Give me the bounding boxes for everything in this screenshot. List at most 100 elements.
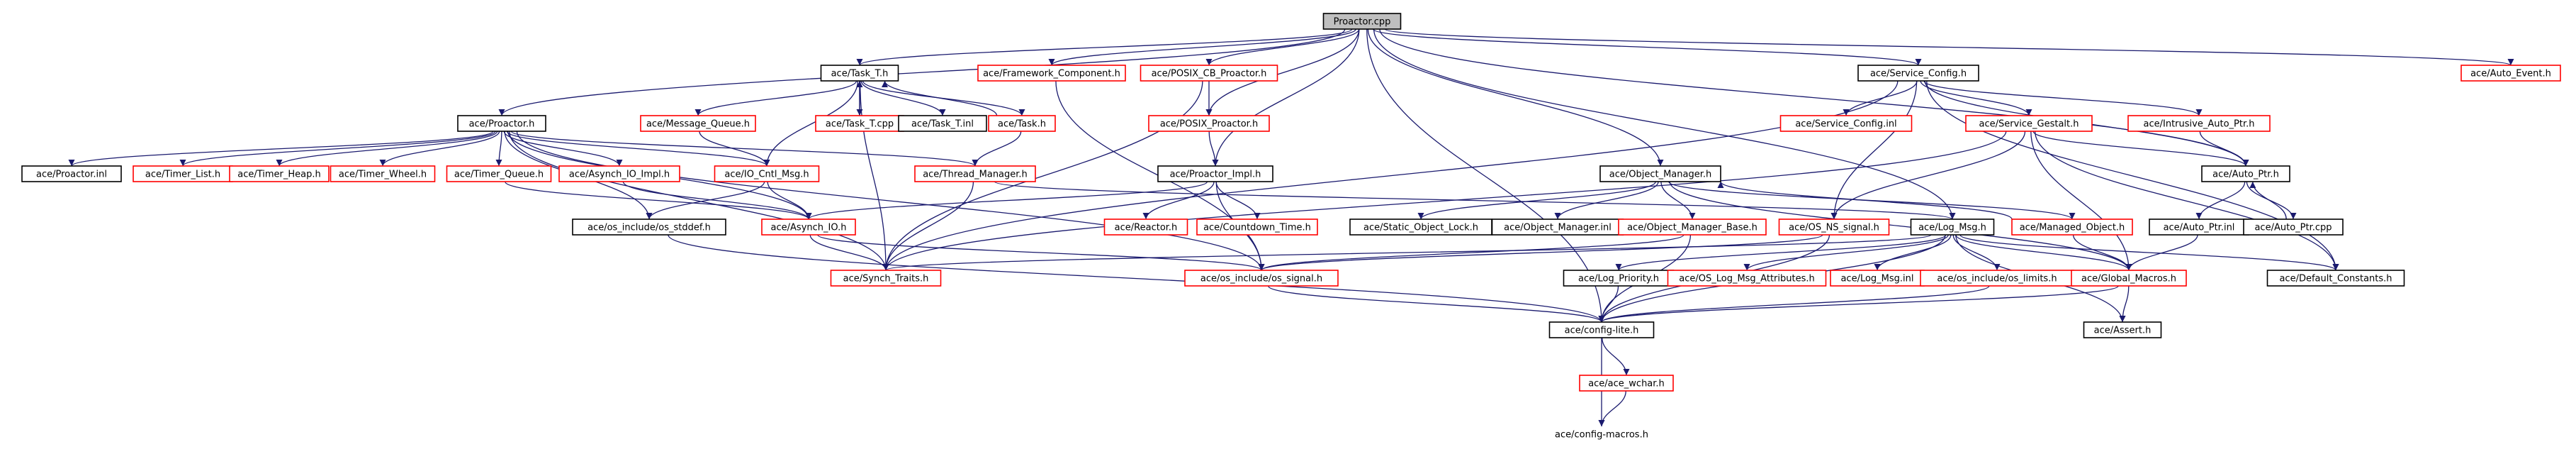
node-service-config-h[interactable]: ace/Service_Config.h (1857, 65, 1979, 82)
node-label: ace/POSIX_CB_Proactor.h (1152, 69, 1267, 79)
node-service-config-inl[interactable]: ace/Service_Config.inl (1779, 115, 1913, 132)
node-label: ace/Reactor.h (1115, 223, 1178, 233)
node-task-t-cpp[interactable]: ace/Task_T.cpp (815, 115, 904, 132)
node-proactor-inl[interactable]: ace/Proactor.inl (21, 165, 122, 182)
node-label: ace/Task_T.h (831, 69, 889, 79)
edge-asynch-io-h-to-os-signal-h (817, 234, 1265, 271)
node-box (1779, 115, 1913, 132)
node-label: ace/Auto_Ptr.inl (2164, 223, 2235, 233)
node-task-t-h[interactable]: ace/Task_T.h (820, 65, 899, 82)
node-posix-proactor-h[interactable]: ace/POSIX_Proactor.h (1148, 115, 1270, 132)
node-global-macros-h[interactable]: ace/Global_Macros.h (2071, 270, 2187, 287)
edge-service-config-h-to-os-ns-signal-h (1830, 80, 1918, 220)
edge-proactor-h-to-synch-traits-h (509, 131, 889, 271)
node-message-queue-h[interactable]: ace/Message_Queue.h (640, 115, 756, 132)
node-label: ace/Log_Msg.inl (1840, 274, 1913, 284)
node-label: ace/OS_NS_signal.h (1789, 223, 1879, 233)
node-config-lite-h[interactable]: ace/config-lite.h (1548, 321, 1655, 338)
edge-service-config-h-to-service-config-inl (1843, 80, 1918, 116)
node-box (1157, 165, 1273, 182)
edge-message-queue-h-to-io-cntl-msg-h (699, 131, 770, 167)
edge-global-macros-h-to-assert-h (2119, 285, 2130, 323)
node-asynch-io-impl-h[interactable]: ace/Asynch_IO_Impl.h (558, 165, 680, 182)
node-box (330, 165, 436, 182)
node-proactor-cpp[interactable]: Proactor.cpp (1322, 13, 1402, 30)
node-os-ns-signal-h[interactable]: ace/OS_NS_signal.h (1778, 219, 1890, 236)
node-label: ace/Proactor_Impl.h (1170, 170, 1261, 180)
node-managed-object-h[interactable]: ace/Managed_Object.h (2011, 219, 2133, 236)
node-label: ace/os_include/os_limits.h (1937, 274, 2057, 284)
node-auto-event-h[interactable]: ace/Auto_Event.h (2460, 65, 2561, 82)
node-synch-traits-h[interactable]: ace/Synch_Traits.h (830, 270, 942, 287)
node-object-manager-base-h[interactable]: ace/Object_Manager_Base.h (1618, 219, 1767, 236)
node-default-constants-h[interactable]: ace/Default_Constants.h (2266, 270, 2405, 287)
node-proactor-impl-h[interactable]: ace/Proactor_Impl.h (1157, 165, 1273, 182)
node-framework-component-h[interactable]: ace/Framework_Component.h (977, 65, 1126, 82)
node-os-signal-h[interactable]: ace/os_include/os_signal.h (1184, 270, 1339, 287)
edge-config-lite-h-to-ace-wchar-h (1602, 337, 1630, 376)
node-box (457, 115, 546, 132)
edge-os-signal-h-to-config-lite-h (1267, 285, 1605, 323)
node-timer-heap-h[interactable]: ace/Timer_Heap.h (229, 165, 330, 182)
node-object-manager-inl[interactable]: ace/Object_Manager.inl (1491, 219, 1624, 236)
node-label: ace/Assert.h (2094, 326, 2152, 336)
node-box (1667, 270, 1827, 287)
node-box (2201, 165, 2290, 182)
node-box (1857, 65, 1979, 82)
node-ace-wchar-h[interactable]: ace/ace_wchar.h (1579, 375, 1674, 392)
node-auto-ptr-h[interactable]: ace/Auto_Ptr.h (2201, 165, 2290, 182)
node-box (21, 165, 122, 182)
node-io-cntl-msg-h[interactable]: ace/IO_Cntl_Msg.h (714, 165, 820, 182)
edge-service-gestalt-h-to-global-macros-h (2030, 131, 2132, 271)
node-thread-manager-h[interactable]: ace/Thread_Manager.h (914, 165, 1036, 182)
node-timer-queue-h[interactable]: ace/Timer_Queue.h (446, 165, 552, 182)
node-task-t-inl[interactable]: ace/Task_T.inl (898, 115, 987, 132)
node-config-macros-h[interactable]: ace/config-macros.h (1544, 426, 1659, 442)
node-box (1778, 219, 1890, 236)
node-intrusive-auto-ptr-h[interactable]: ace/Intrusive_Auto_Ptr.h (2127, 115, 2271, 132)
node-posix-cb-proactor-h[interactable]: ace/POSIX_CB_Proactor.h (1140, 65, 1278, 82)
node-countdown-time-h[interactable]: ace/Countdown_Time.h (1196, 219, 1318, 236)
node-timer-list-h[interactable]: ace/Timer_List.h (133, 165, 233, 182)
node-proactor-h[interactable]: ace/Proactor.h (457, 115, 546, 132)
edge-posix-cb-proactor-h-to-synch-traits-h (882, 80, 1203, 271)
node-box (1910, 219, 1995, 236)
node-timer-wheel-h[interactable]: ace/Timer_Wheel.h (330, 165, 436, 182)
node-reactor-h[interactable]: ace/Reactor.h (1103, 219, 1188, 236)
node-service-gestalt-h[interactable]: ace/Service_Gestalt.h (1965, 115, 2093, 132)
node-auto-ptr-inl[interactable]: ace/Auto_Ptr.inl (2149, 219, 2249, 236)
edge-posix-proactor-h-to-proactor-impl-h (1208, 131, 1219, 167)
edge-service-config-h-to-intrusive-auto-ptr-h (1923, 80, 2203, 116)
node-auto-ptr-cpp[interactable]: ace/Auto_Ptr.cpp (2243, 219, 2344, 236)
node-label: ace/Synch_Traits.h (843, 274, 929, 284)
edge-proactor-cpp-to-proactor-impl-h (1212, 28, 1360, 167)
node-os-stddef-h[interactable]: ace/os_include/os_stddef.h (572, 219, 726, 236)
node-box (1184, 270, 1339, 287)
node-asynch-io-h[interactable]: ace/Asynch_IO.h (761, 219, 856, 236)
node-label: ace/OS_Log_Msg_Attributes.h (1679, 274, 1814, 284)
node-os-limits-h[interactable]: ace/os_include/os_limits.h (1920, 270, 2074, 287)
edge-proactor-cpp-to-service-config-h (1373, 28, 1922, 66)
edge-log-msg-h-to-global-macros-h (1955, 234, 2132, 271)
edge-auto-ptr-h-to-auto-ptr-inl (2195, 181, 2246, 220)
node-object-manager-h[interactable]: ace/Object_Manager.h (1599, 165, 1721, 182)
node-label: ace/Proactor.h (469, 119, 535, 130)
node-label: ace/Timer_Wheel.h (339, 170, 427, 180)
node-label: ace/Object_Manager_Base.h (1627, 223, 1757, 233)
node-os-log-msg-attributes-h[interactable]: ace/OS_Log_Msg_Attributes.h (1667, 270, 1827, 287)
node-log-msg-h[interactable]: ace/Log_Msg.h (1910, 219, 1995, 236)
node-log-priority-h[interactable]: ace/Log_Priority.h (1563, 270, 1675, 287)
node-assert-h[interactable]: ace/Assert.h (2083, 321, 2162, 338)
node-static-object-lock-h[interactable]: ace/Static_Object_Lock.h (1349, 219, 1492, 236)
node-label: ace/Global_Macros.h (2081, 274, 2176, 284)
node-task-h[interactable]: ace/Task.h (988, 115, 1056, 132)
node-label: ace/Static_Object_Lock.h (1363, 223, 1478, 233)
edge-object-manager-h-to-static-object-lock-h (1417, 181, 1656, 220)
node-log-msg-inl[interactable]: ace/Log_Msg.inl (1830, 270, 1925, 287)
edge-task-t-h-to-task-t-inl (860, 80, 946, 116)
node-box (988, 115, 1056, 132)
edge-log-msg-h-to-log-msg-inl (1874, 234, 1952, 271)
edge-proactor-impl-h-to-asynch-io-h (805, 181, 1208, 220)
node-label: ace/Object_Manager.inl (1504, 223, 1612, 233)
